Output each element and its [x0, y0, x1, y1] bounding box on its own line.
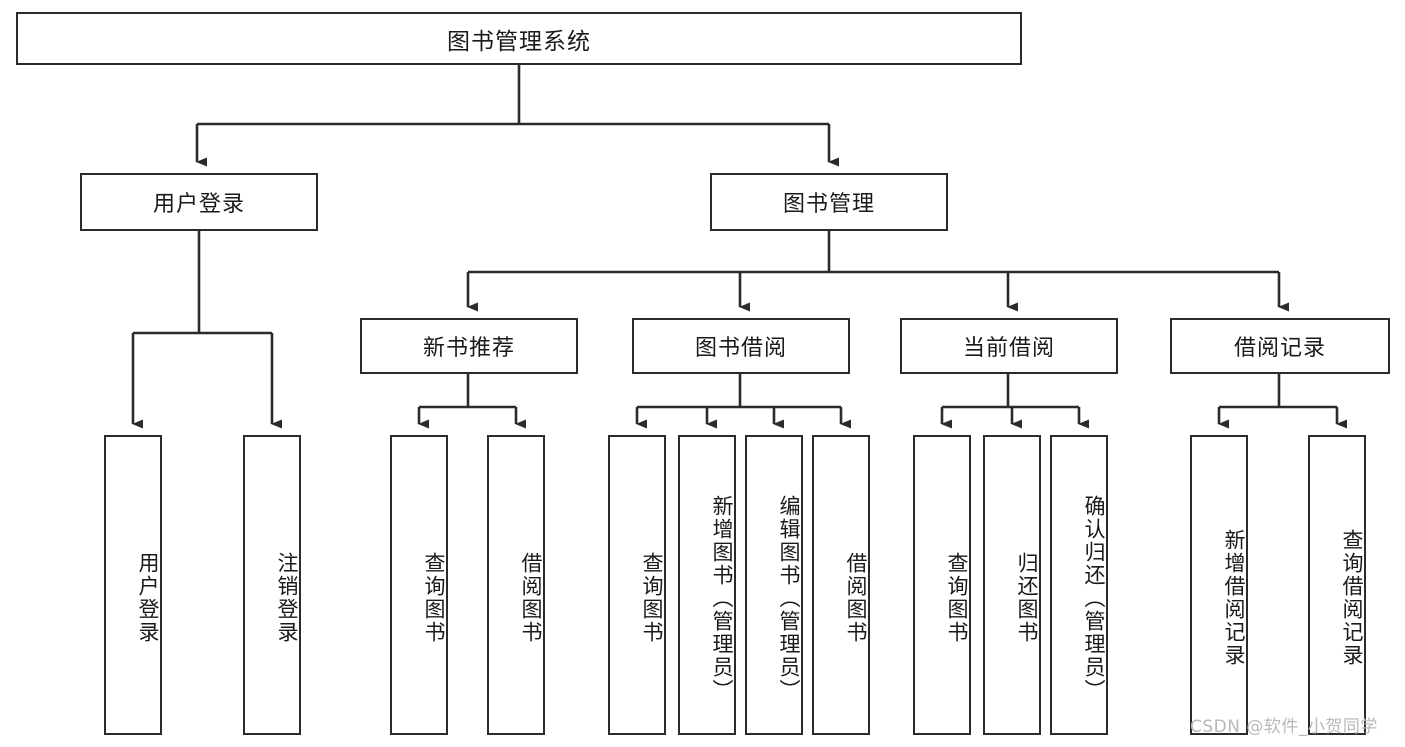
node-new-book-recommend[interactable]: 新书推荐 — [360, 318, 578, 374]
node-leaf-add-record[interactable]: 新增借阅记录 — [1190, 435, 1248, 735]
node-leaf-confirm-return-label: 确认归还（管理员） — [1082, 494, 1106, 702]
node-book-borrow[interactable]: 图书借阅 — [632, 318, 850, 374]
node-book-borrow-label: 图书借阅 — [694, 336, 787, 361]
node-current-borrow-label: 当前借阅 — [962, 336, 1055, 361]
node-root-label: 图书管理系统 — [447, 28, 591, 55]
node-leaf-borrow-book-2-label: 借阅图书 — [844, 552, 868, 644]
node-leaf-query-book-1[interactable]: 查询图书 — [390, 435, 448, 735]
node-user-login-label: 用户登录 — [152, 192, 245, 217]
node-leaf-query-book-3-label: 查询图书 — [945, 552, 969, 644]
node-leaf-return-book-label: 归还图书 — [1015, 552, 1039, 644]
node-leaf-return-book[interactable]: 归还图书 — [983, 435, 1041, 735]
node-leaf-query-record[interactable]: 查询借阅记录 — [1308, 435, 1366, 735]
csdn-watermark: CSDN @软件_小贺同学 — [1190, 717, 1378, 737]
node-leaf-borrow-book-2[interactable]: 借阅图书 — [812, 435, 870, 735]
node-leaf-query-book-2-label: 查询图书 — [640, 552, 664, 644]
node-leaf-user-login[interactable]: 用户登录 — [104, 435, 162, 735]
node-book-manage[interactable]: 图书管理 — [710, 173, 948, 231]
node-current-borrow[interactable]: 当前借阅 — [900, 318, 1118, 374]
node-leaf-edit-book-label: 编辑图书（管理员） — [777, 494, 801, 702]
node-leaf-logout-label: 注销登录 — [275, 552, 299, 644]
node-leaf-add-record-label: 新增借阅记录 — [1222, 529, 1246, 667]
node-leaf-edit-book[interactable]: 编辑图书（管理员） — [745, 435, 803, 735]
node-book-manage-label: 图书管理 — [782, 192, 875, 217]
node-leaf-add-book[interactable]: 新增图书（管理员） — [678, 435, 736, 735]
node-borrow-record-label: 借阅记录 — [1233, 336, 1326, 361]
node-borrow-record[interactable]: 借阅记录 — [1170, 318, 1390, 374]
node-leaf-logout[interactable]: 注销登录 — [243, 435, 301, 735]
node-leaf-confirm-return[interactable]: 确认归还（管理员） — [1050, 435, 1108, 735]
node-leaf-query-book-3[interactable]: 查询图书 — [913, 435, 971, 735]
node-leaf-query-book-1-label: 查询图书 — [422, 552, 446, 644]
node-leaf-borrow-book-1[interactable]: 借阅图书 — [487, 435, 545, 735]
node-leaf-query-record-label: 查询借阅记录 — [1340, 529, 1364, 667]
node-root[interactable]: 图书管理系统 — [16, 12, 1022, 65]
node-new-book-recommend-label: 新书推荐 — [422, 336, 515, 361]
node-leaf-add-book-label: 新增图书（管理员） — [710, 494, 734, 702]
node-user-login[interactable]: 用户登录 — [80, 173, 318, 231]
node-leaf-borrow-book-1-label: 借阅图书 — [519, 552, 543, 644]
node-leaf-query-book-2[interactable]: 查询图书 — [608, 435, 666, 735]
node-leaf-user-login-label: 用户登录 — [136, 552, 160, 644]
